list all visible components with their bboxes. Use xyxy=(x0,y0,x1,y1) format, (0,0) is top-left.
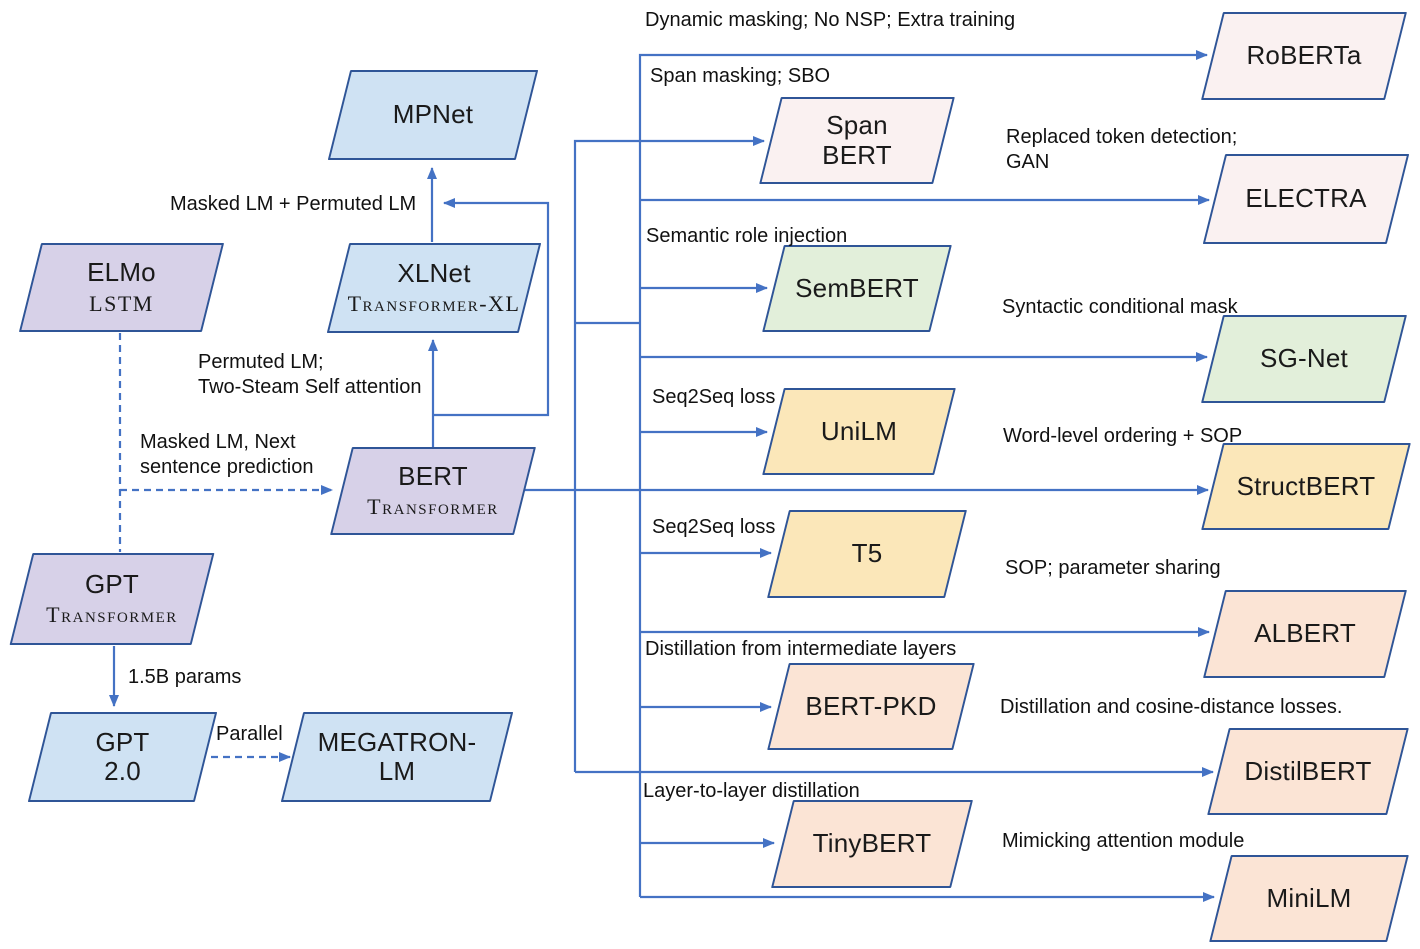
node-bertpkd: BERT-PKD xyxy=(767,663,975,750)
megatron-title: MEGATRON- LM xyxy=(317,726,477,786)
xlnet-subtitle: Transformer-XL xyxy=(347,291,521,317)
label-unilm-note: Seq2Seq loss xyxy=(652,386,776,408)
bertpkd-text: BERT-PKD xyxy=(778,663,964,750)
minilm-title: MiniLM xyxy=(1266,882,1352,913)
node-mpnet: MPNet xyxy=(327,70,539,160)
label-gpt2-note: 1.5B params xyxy=(128,666,242,688)
label-megatron-note: Parallel xyxy=(216,723,283,745)
label-sgnet-note: Syntactic conditional mask xyxy=(1002,296,1238,318)
minilm-text: MiniLM xyxy=(1220,855,1398,942)
label-albert-note: SOP; parameter sharing xyxy=(1005,557,1221,579)
node-structbert: StructBERT xyxy=(1201,443,1411,530)
unilm-text: UniLM xyxy=(773,388,945,475)
node-gpt2: GPT 2.0 xyxy=(27,712,218,802)
edge-trunkA-spanbert xyxy=(573,136,765,772)
structbert-text: StructBERT xyxy=(1212,443,1400,530)
label-tinybert-note: Layer-to-layer distillation xyxy=(643,780,860,802)
label-minilm-note: Mimicking attention module xyxy=(1002,830,1245,852)
electra-text: ELECTRA xyxy=(1214,154,1398,244)
node-albert: ALBERT xyxy=(1203,590,1407,678)
bertpkd-title: BERT-PKD xyxy=(805,690,937,721)
xlnet-title: XLNet xyxy=(397,257,471,288)
t5-text: T5 xyxy=(778,510,956,598)
node-minilm: MiniLM xyxy=(1209,855,1409,942)
label-roberta-note: Dynamic masking; No NSP; Extra training xyxy=(645,9,1016,31)
bert-subtitle: Transformer xyxy=(367,494,499,520)
label-distilbert-note: Distillation and cosine-distance losses. xyxy=(1000,696,1343,718)
roberta-text: RoBERTa xyxy=(1212,12,1396,100)
node-tinybert: TinyBERT xyxy=(771,800,973,888)
label-t5-note: Seq2Seq loss xyxy=(652,516,776,538)
megatron-text: MEGATRON- LM xyxy=(292,712,502,802)
distilbert-title: DistilBERT xyxy=(1244,755,1372,786)
label-xlnet-note: Permuted LM; Two-Steam Self attention xyxy=(198,351,422,398)
node-megatron: MEGATRON- LM xyxy=(280,712,514,802)
gpt-title: GPT xyxy=(84,568,140,599)
bert-title: BERT xyxy=(398,460,468,491)
structbert-title: StructBERT xyxy=(1236,470,1376,501)
node-electra: ELECTRA xyxy=(1202,154,1410,244)
node-unilm: UniLM xyxy=(762,388,956,475)
node-t5: T5 xyxy=(767,510,967,598)
unilm-title: UniLM xyxy=(820,415,898,446)
label-sembert-note: Semantic role injection xyxy=(646,225,848,247)
distilbert-text: DistilBERT xyxy=(1218,728,1398,815)
mpnet-title: MPNet xyxy=(392,99,474,130)
edge-group xyxy=(109,50,1215,902)
label-structbert-note: Word-level ordering + SOP xyxy=(1003,425,1243,447)
sembert-title: SemBERT xyxy=(795,272,919,303)
tinybert-text: TinyBERT xyxy=(782,800,962,888)
elmo-title: ELMo xyxy=(87,257,156,288)
t5-title: T5 xyxy=(851,538,883,569)
node-gpt: GPT Transformer xyxy=(9,553,215,645)
sgnet-text: SG-Net xyxy=(1212,315,1396,403)
sgnet-title: SG-Net xyxy=(1260,343,1348,374)
node-sembert: SemBERT xyxy=(762,245,952,332)
node-spanbert: Span BERT xyxy=(759,97,955,184)
electra-title: ELECTRA xyxy=(1245,183,1367,214)
label-bertpkd-note: Distillation from intermediate layers xyxy=(645,638,957,660)
bert-text: BERT Transformer xyxy=(341,447,525,535)
gpt2-title: GPT 2.0 xyxy=(95,726,150,786)
albert-title: ALBERT xyxy=(1254,618,1356,649)
gpt-subtitle: Transformer xyxy=(46,602,178,628)
sembert-text: SemBERT xyxy=(773,245,941,332)
albert-text: ALBERT xyxy=(1214,590,1396,678)
edge-bert-mpnet-loop xyxy=(434,198,550,417)
node-roberta: RoBERTa xyxy=(1201,12,1407,100)
tinybert-title: TinyBERT xyxy=(812,828,932,859)
spanbert-text: Span BERT xyxy=(770,97,944,184)
edge-trunkB-roberta xyxy=(638,50,1208,897)
mpnet-text: MPNet xyxy=(339,70,527,160)
gpt-text: GPT Transformer xyxy=(21,553,203,645)
node-distilbert: DistilBERT xyxy=(1207,728,1409,815)
node-bert: BERT Transformer xyxy=(330,447,536,535)
spanbert-title: Span BERT xyxy=(822,110,892,170)
label-bert-note: Masked LM, Next sentence prediction xyxy=(140,431,314,478)
gpt2-text: GPT 2.0 xyxy=(39,712,206,802)
node-sgnet: SG-Net xyxy=(1201,315,1407,403)
roberta-title: RoBERTa xyxy=(1246,40,1362,71)
label-spanbert-note: Span masking; SBO xyxy=(650,65,831,87)
label-electra-note: Replaced token detection; GAN xyxy=(1006,126,1238,173)
elmo-subtitle: LSTM xyxy=(89,290,154,316)
label-mpnet-note: Masked LM + Permuted LM xyxy=(170,193,417,215)
